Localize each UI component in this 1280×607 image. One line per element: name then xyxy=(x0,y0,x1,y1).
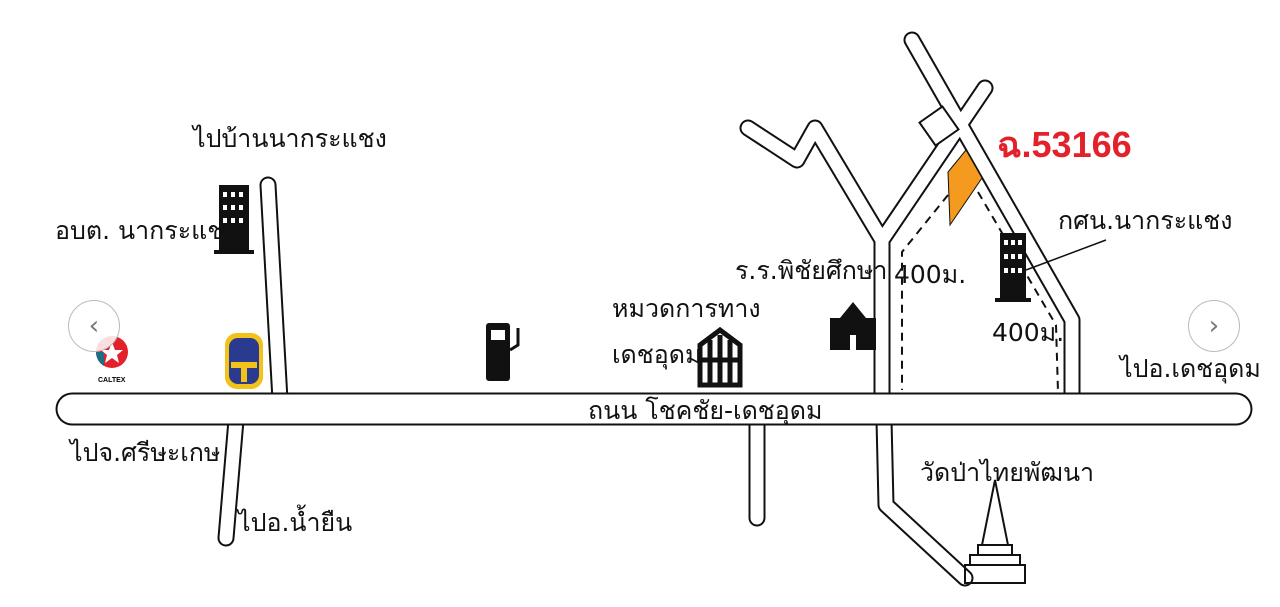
chevron-left-icon: ‹ xyxy=(88,311,100,341)
pagoda-icon xyxy=(964,479,1026,584)
leader-line xyxy=(1025,239,1107,271)
highway-office-icon xyxy=(697,326,743,388)
side-roads-fill xyxy=(219,33,1079,585)
chevron-right-icon: › xyxy=(1208,311,1220,341)
label-to-ban-na-krasaeng: ไปบ้านนากระแชง xyxy=(193,124,387,153)
label-to-nam-yuen: ไปอ.น้ำยืน xyxy=(238,508,353,537)
label-distance-1: 400ม. xyxy=(894,260,967,289)
label-highway-unit: หมวดการทาง xyxy=(612,294,761,323)
label-highway-unit-2: เดชอุดม xyxy=(612,340,702,369)
gas-pump-icon xyxy=(486,323,520,381)
carousel-prev-button[interactable]: ‹ xyxy=(68,300,120,352)
school-icon xyxy=(830,302,876,350)
distance-dashes xyxy=(901,191,1059,393)
label-to-det-udom: ไปอ.เดชอุดม xyxy=(1120,354,1261,383)
label-obt: อบต. นากระแชง xyxy=(55,216,237,245)
label-temple: วัดป่าไทยพัฒนา xyxy=(920,458,1095,487)
carousel-next-button[interactable]: › xyxy=(1188,300,1240,352)
caltex-text: CALTEX xyxy=(98,377,126,384)
landmark-square xyxy=(918,105,960,147)
plot-number-label: ฉ.53166 xyxy=(997,124,1132,165)
label-school: ร.ร.พิชัยศึกษา xyxy=(735,256,888,285)
label-distance-2: 400ม. xyxy=(992,318,1065,347)
label-road-name: ถนน โชคชัย-เดชอุดม xyxy=(588,396,823,425)
sao-logo-icon xyxy=(225,333,263,389)
label-kor-sor-nor: กศน.นากระแชง xyxy=(1058,206,1233,235)
label-to-sisaket: ไปจ.ศรีษะเกษ xyxy=(70,438,221,467)
land-plot xyxy=(947,149,983,227)
